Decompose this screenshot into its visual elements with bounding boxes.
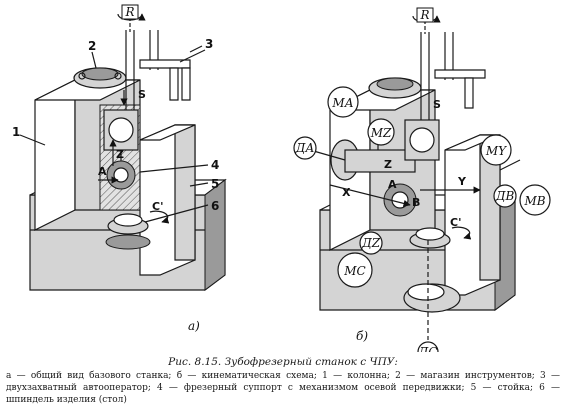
- axis-label-z-a: Z: [116, 148, 124, 161]
- figure-caption-legend: а — общий вид базового станка; б — кинем…: [6, 371, 560, 405]
- view-label-b: б): [356, 329, 368, 343]
- axis-label-y-b: Y: [457, 175, 467, 188]
- part-number-2: 2: [88, 39, 96, 53]
- motor-label-my: MY: [485, 144, 507, 158]
- stand-5: [139, 124, 196, 276]
- axis-label-z-b: Z: [384, 158, 392, 171]
- motor-drum-mc: [403, 283, 461, 313]
- encoder-da-circle: [293, 136, 317, 160]
- work-spindle-6: [105, 213, 151, 250]
- encoder-label-da: ДА: [295, 141, 315, 155]
- rotation-label-a: R: [124, 5, 134, 19]
- motor-mz-circle: [367, 118, 395, 146]
- tool-magazine-b: [368, 77, 422, 99]
- axis-label-a-b: A: [388, 178, 397, 191]
- view-label-a: а): [188, 319, 200, 333]
- part-number-3: 3: [205, 37, 213, 51]
- motor-mb-circle: [519, 184, 551, 216]
- stand-b: [444, 134, 501, 296]
- axis-label-x-b: X: [342, 186, 351, 199]
- motor-my-circle: [480, 134, 512, 166]
- figure-caption-title: Рис. 8.15. Зубофрезерный станок с ЧПУ:: [168, 356, 398, 368]
- motor-label-mb: MB: [523, 194, 545, 208]
- axis-label-c-b: C': [450, 216, 461, 229]
- view-b-machine: [293, 8, 551, 352]
- encoder-label-dc: ДС: [418, 345, 438, 352]
- motor-ma-circle: [327, 86, 359, 118]
- work-table-b: [409, 227, 451, 249]
- hob-head-b: [383, 119, 440, 217]
- encoder-dz-circle: [359, 231, 383, 255]
- axis-label-a-a: A: [98, 165, 107, 178]
- view-a-machine: [19, 5, 227, 291]
- encoder-label-dz: ДZ: [361, 236, 381, 250]
- shaft-assembly-b: [309, 139, 416, 181]
- part-number-5: 5: [211, 177, 219, 191]
- part-number-1: 1: [12, 125, 20, 139]
- axis-label-s-a: S: [138, 88, 146, 101]
- auto-operator-3: [139, 45, 203, 101]
- motor-label-mc: MC: [343, 264, 365, 278]
- encoder-dc-circle: [417, 341, 439, 352]
- part-number-4: 4: [211, 158, 219, 172]
- axis-label-s-b: S: [433, 98, 441, 111]
- motor-label-mz: MZ: [370, 126, 392, 140]
- encoder-db-circle: [493, 184, 517, 208]
- encoder-label-db: ДВ: [495, 189, 515, 203]
- tool-magazine-2: [73, 67, 127, 89]
- rotation-label-b: R: [419, 8, 429, 22]
- axis-label-b-b: B: [412, 196, 420, 209]
- part-number-6: 6: [211, 199, 219, 213]
- axis-label-c-a: C': [152, 200, 163, 213]
- motor-label-ma: MА: [331, 96, 353, 110]
- machine-figure: R 1 2 3 4 5 6 S Z A C' а): [12, 4, 551, 352]
- motor-mc-circle: [337, 252, 373, 288]
